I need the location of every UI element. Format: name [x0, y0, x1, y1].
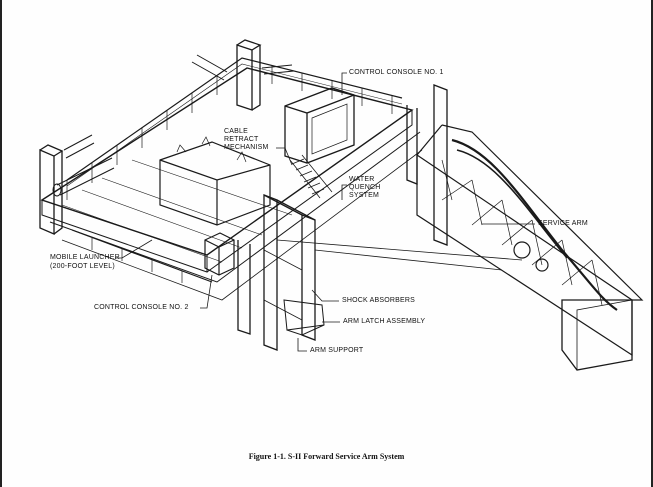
label-arm-latch-assembly: ARM LATCH ASSEMBLY: [343, 318, 426, 325]
connecting-lines: [276, 239, 523, 271]
label-mobile-launcher-1: MOBILE LAUNCHER: [50, 254, 120, 261]
label-water-quench-2: QUENCH: [349, 184, 381, 191]
service-arm-truss: [416, 124, 644, 371]
label-cable-retract-1: CABLE: [224, 128, 248, 135]
label-shock-absorbers: SHOCK ABSORBERS: [342, 297, 416, 304]
label-service-arm: SERVICE ARM: [538, 220, 588, 227]
control-console-2: [204, 232, 235, 276]
stairs: [289, 154, 333, 199]
leader-lines: [115, 72, 535, 352]
central-tower: [237, 194, 316, 351]
handrail: [66, 57, 403, 283]
label-control-console-1: CONTROL CONSOLE NO. 1: [349, 69, 444, 76]
label-control-console-2: CONTROL CONSOLE NO. 2: [94, 304, 189, 311]
cable-retract-mechanism: [159, 136, 271, 226]
label-cable-retract-2: RETRACT: [224, 136, 259, 143]
label-cable-retract-3: MECHANISM: [224, 144, 269, 151]
label-mobile-launcher-2: (200-FOOT LEVEL): [50, 263, 115, 270]
control-console-1: [284, 87, 355, 164]
corner-columns: [39, 39, 448, 246]
figure-caption: Figure 1-1. S-II Forward Service Arm Sys…: [248, 452, 405, 461]
label-arm-support: ARM SUPPORT: [310, 347, 364, 354]
arm-latch-assembly: [283, 299, 325, 336]
label-water-quench-1: WATER: [349, 176, 375, 183]
pipes-left: [52, 54, 295, 197]
label-water-quench-3: SYSTEM: [349, 192, 379, 199]
